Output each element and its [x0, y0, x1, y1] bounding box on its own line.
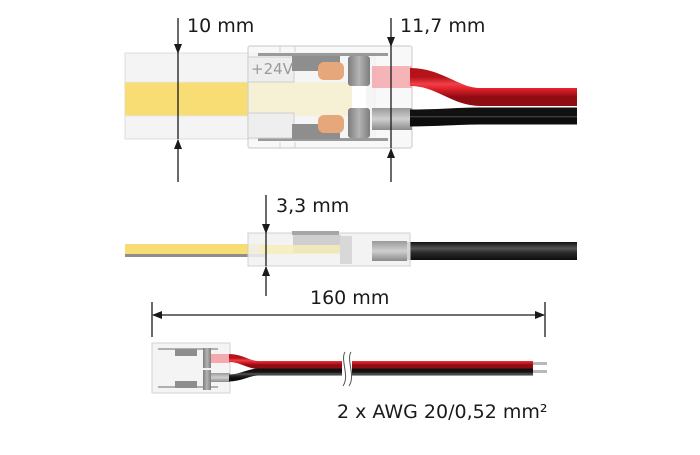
connector-small	[151, 342, 231, 394]
overall-length-label: 160 mm	[310, 287, 390, 309]
overall-view	[151, 302, 547, 394]
wires-overall	[228, 351, 547, 387]
wires-top	[409, 68, 577, 127]
dimension-overall-length	[151, 302, 546, 337]
side-view	[125, 195, 577, 296]
connector-housing-top	[247, 45, 413, 149]
cable-spec-label: 2 x AWG 20/0,52 mm²	[337, 401, 548, 423]
polarity-label: +24V	[251, 60, 293, 78]
connector-height-label: 3,3 mm	[276, 195, 350, 217]
strip-width-label: 10 mm	[187, 15, 255, 37]
cable-break-mark	[342, 351, 353, 387]
connector-width-label: 11,7 mm	[400, 15, 486, 37]
top-view	[124, 18, 577, 182]
